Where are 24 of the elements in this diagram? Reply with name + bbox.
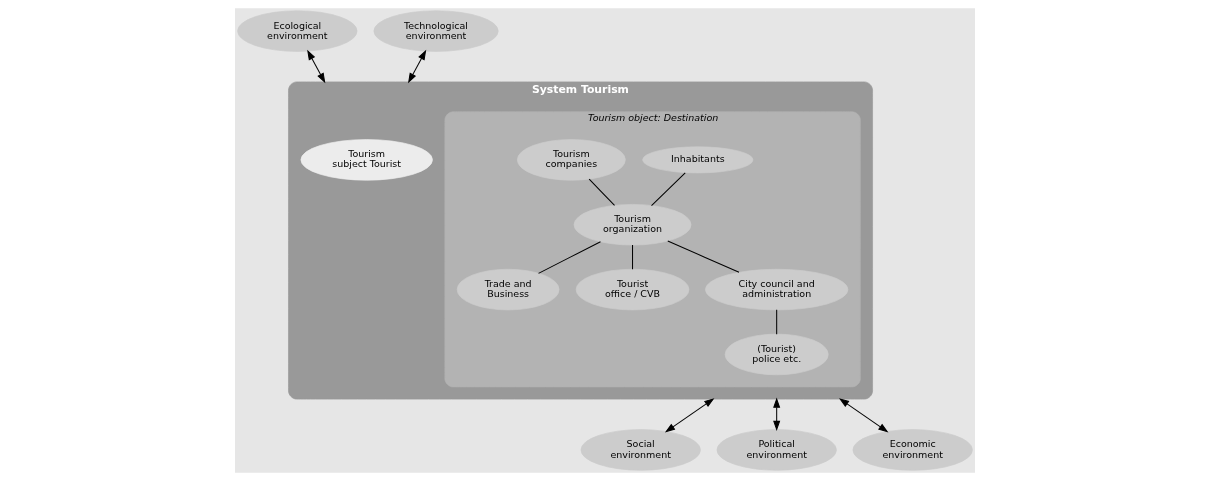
node-ellipse: Ecological environment (237, 10, 358, 52)
connector (667, 240, 740, 273)
node-ellipse: Economic environment (852, 429, 973, 471)
arrow (408, 49, 427, 84)
connector (776, 309, 778, 335)
node-ellipse: Tourism subject Tourist (300, 139, 433, 181)
arrow (307, 49, 326, 84)
connector (651, 172, 686, 207)
node-ellipse: Tourist office / CVB (575, 268, 690, 311)
node-ellipse: (Tourist) police etc. (724, 333, 829, 376)
node-ellipse: Trade and Business (456, 268, 560, 311)
node-ellipse: Political environment (716, 429, 837, 471)
arrow (839, 398, 889, 433)
connector (538, 241, 601, 274)
node-ellipse: Tourism organization (573, 204, 692, 246)
arrow (773, 397, 781, 432)
node-ellipse: Social environment (580, 429, 701, 471)
node-ellipse: Technological environment (373, 10, 499, 52)
connector (632, 244, 634, 270)
node-ellipse: Inhabitants (642, 146, 754, 174)
connector (588, 178, 616, 206)
node-ellipse: Tourism companies (517, 139, 626, 181)
node-ellipse: City council and administration (705, 268, 849, 311)
arrow (664, 398, 715, 433)
